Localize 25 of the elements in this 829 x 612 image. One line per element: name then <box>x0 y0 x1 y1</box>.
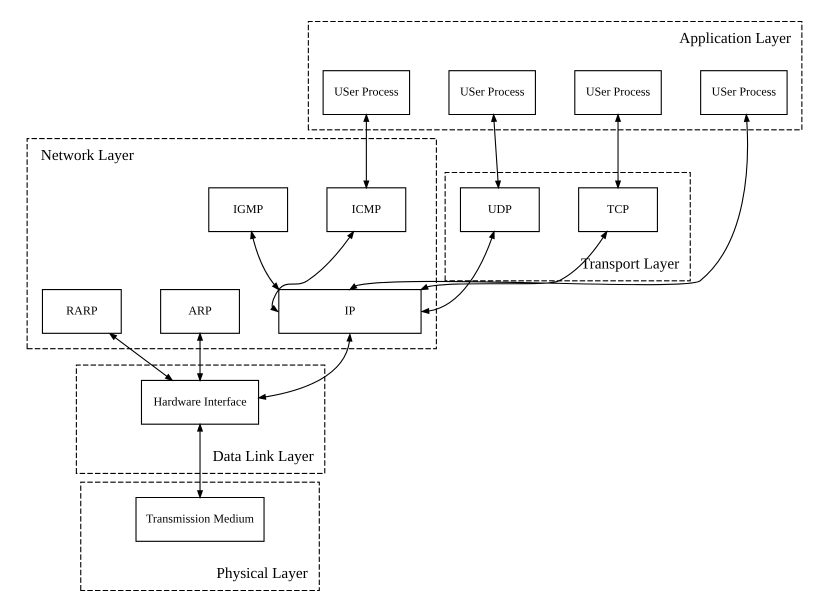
node-box: Transmission Medium <box>135 496 265 542</box>
arrow <box>196 332 204 382</box>
arrow <box>108 332 174 382</box>
arrow <box>491 113 502 190</box>
node-box: USer Process <box>700 70 788 116</box>
node-box: USer Process <box>322 70 410 116</box>
node-box: UDP <box>460 187 540 232</box>
arrow <box>257 332 353 400</box>
arrow <box>270 230 354 312</box>
arrow <box>196 422 204 499</box>
node-box: ARP <box>160 289 240 334</box>
node-box: RARP <box>42 289 122 334</box>
node-box: USer Process <box>574 70 662 116</box>
arrow <box>250 230 280 291</box>
arrow <box>420 230 608 290</box>
arrow <box>614 113 622 190</box>
node-box: TCP <box>578 187 658 232</box>
arrow <box>363 113 370 190</box>
node-box: Hardware Interface <box>140 380 260 425</box>
arrow <box>420 230 495 314</box>
node-box: IGMP <box>208 187 288 232</box>
node-box: ICMP <box>326 187 406 232</box>
node-box: USer Process <box>448 70 536 116</box>
arrow <box>348 113 750 290</box>
node-box: IP <box>278 289 422 334</box>
